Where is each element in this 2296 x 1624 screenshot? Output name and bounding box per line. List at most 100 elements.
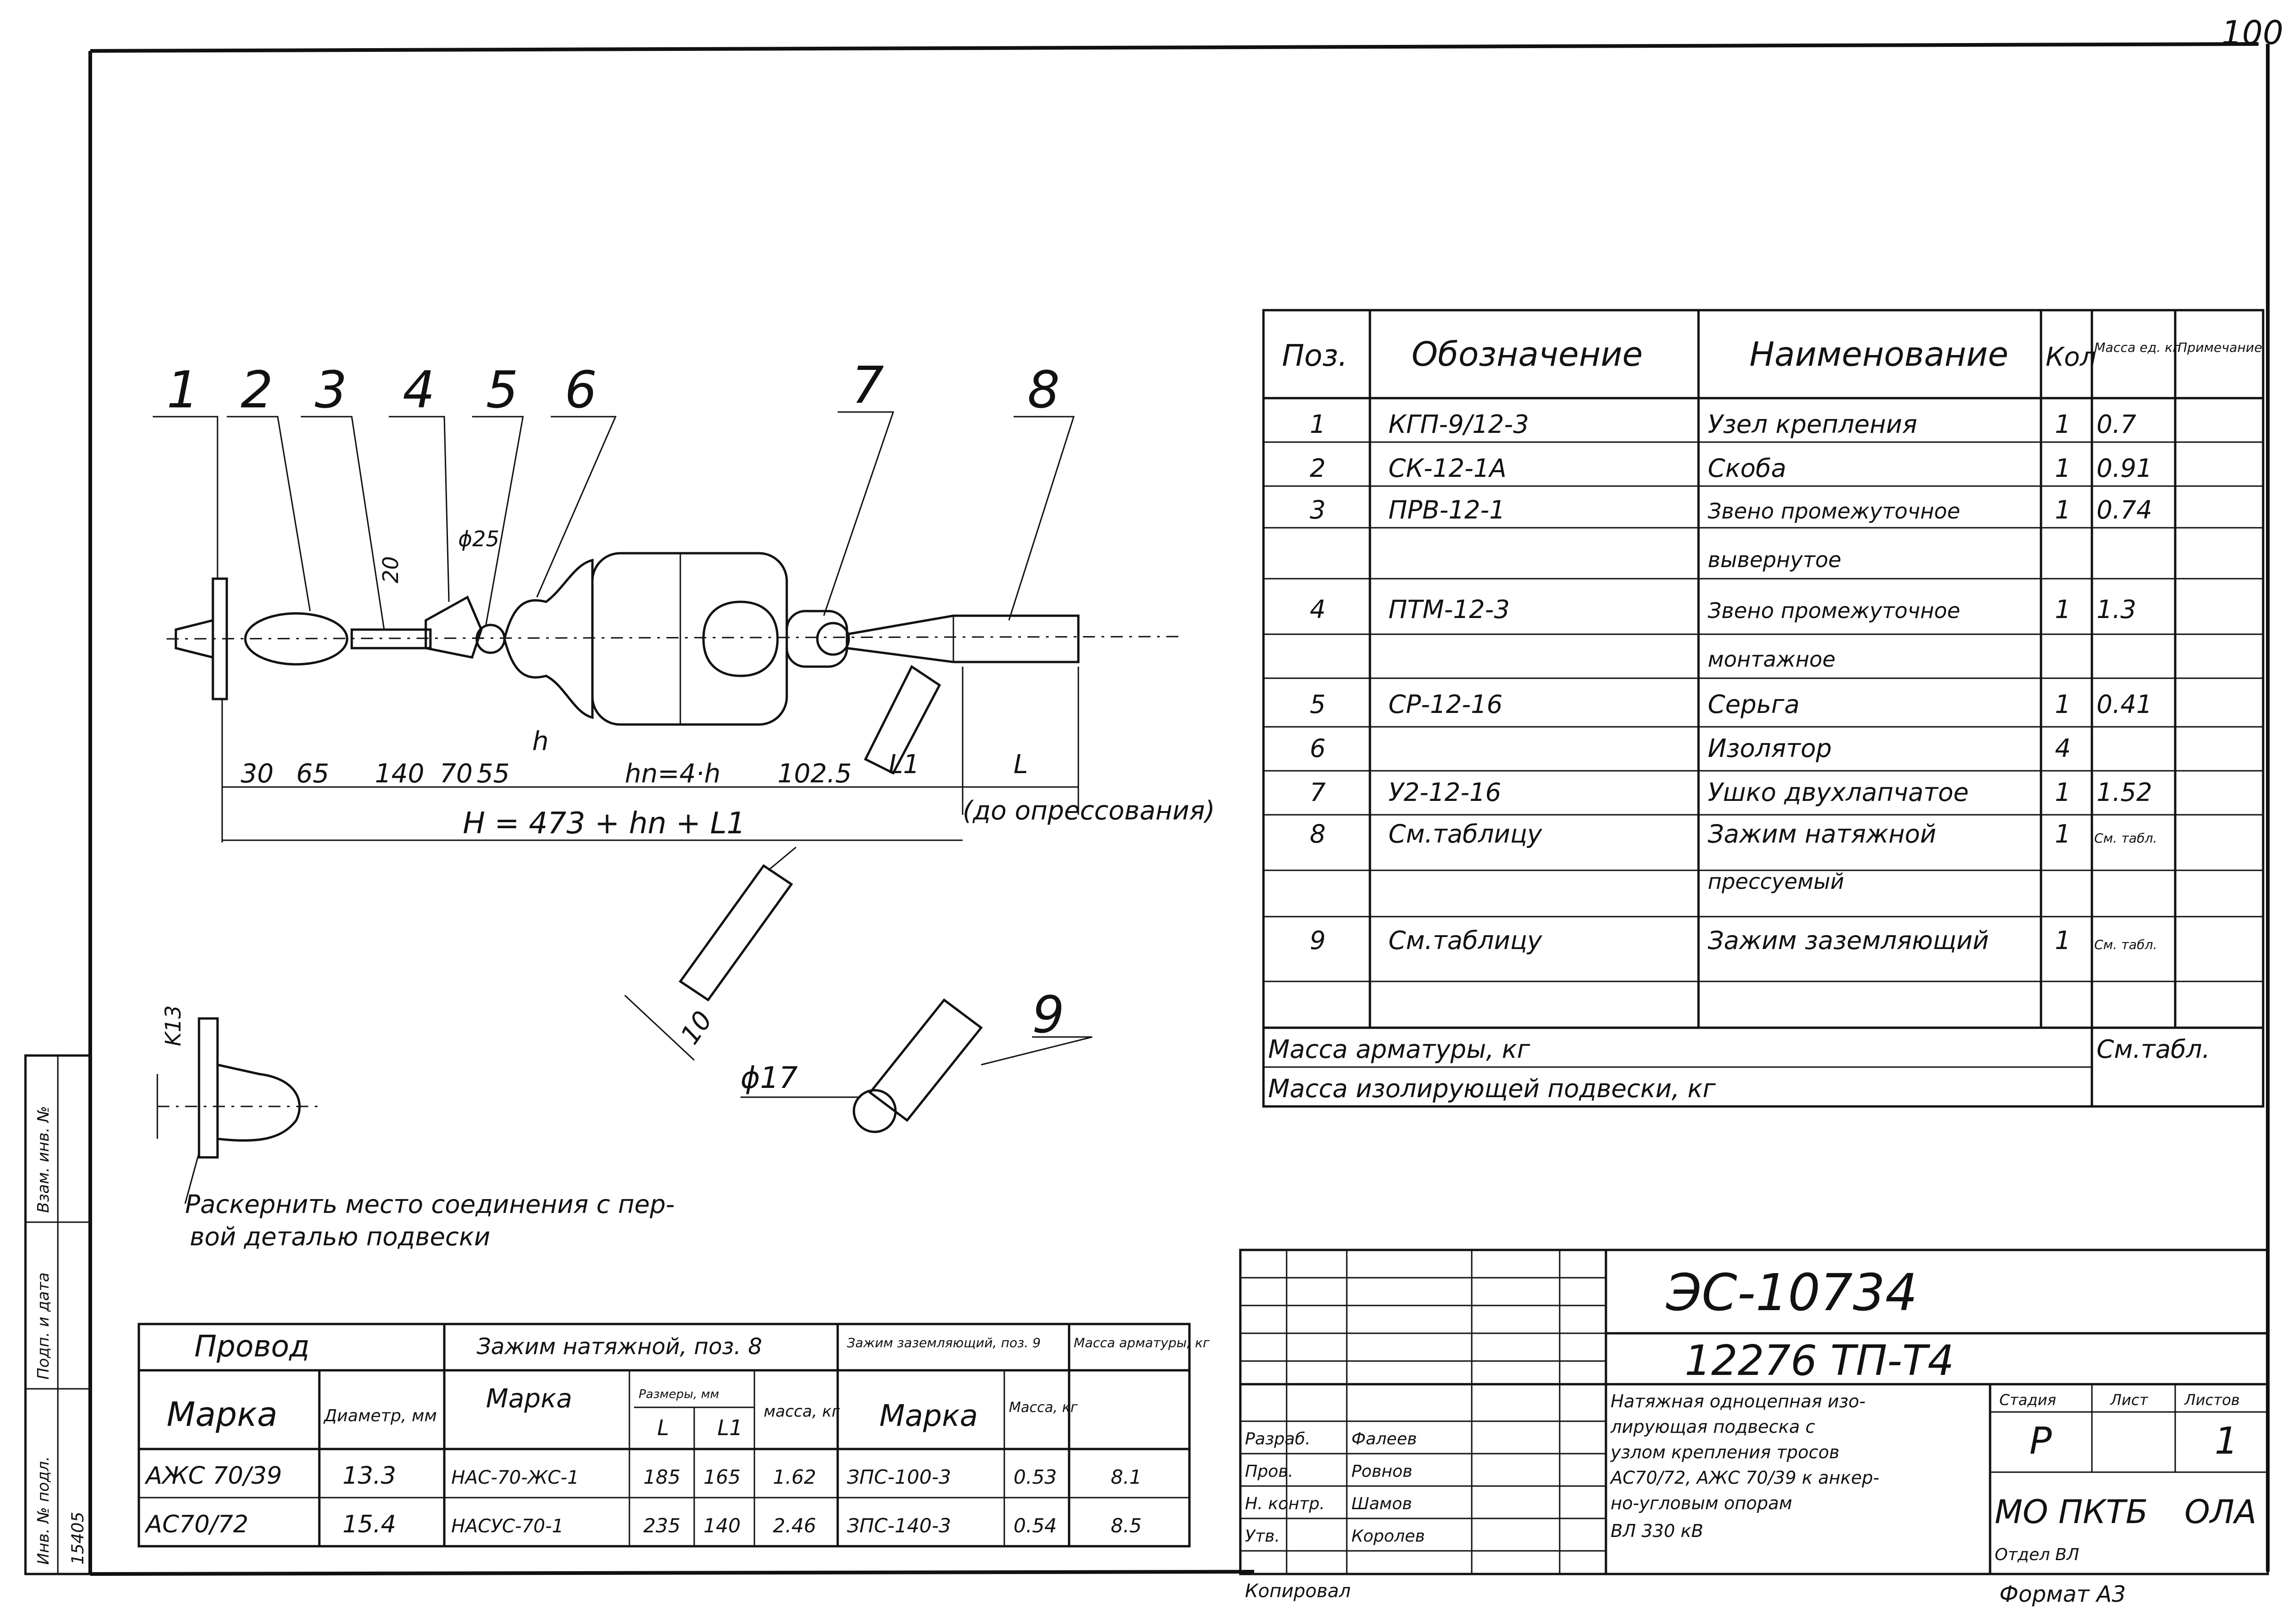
- dim-102-5: 102.5: [778, 759, 852, 789]
- dim-20: 20: [378, 556, 403, 583]
- spec-code: См.таблицу: [1388, 819, 1543, 849]
- side-label-repl: Взам. инв. №: [34, 1106, 53, 1213]
- spec-mass: 0.41: [2097, 690, 2152, 719]
- spec-name: Ушко двухлапчатое: [1708, 778, 1969, 807]
- wt-ground: ЗПС-100-3: [847, 1466, 951, 1488]
- spec-qty: 1: [2055, 690, 2071, 719]
- wt-wire: АС70/72: [144, 1511, 249, 1538]
- spec-name: Серьга: [1708, 690, 1800, 719]
- spec-h-pos: Поз.: [1282, 339, 1348, 373]
- spec-mass: 0.91: [2097, 454, 2152, 483]
- spec-pos: 6: [1310, 734, 1325, 763]
- wire-table-header: Провод Зажим натяжной, поз. 8 Зажим зазе…: [167, 1330, 1210, 1440]
- spec-pos: 1: [1310, 410, 1325, 439]
- callout-7: 7: [852, 356, 884, 415]
- spec-pos: 5: [1310, 690, 1325, 719]
- side-stamp: Инв. № подл. Подп. и дата Взам. инв. № 1…: [24, 1054, 92, 1575]
- stamp-title-3: узлом крепления тросов: [1610, 1442, 1839, 1462]
- dim-L: L: [1014, 750, 1028, 780]
- wt-h-size: Размеры, мм: [639, 1387, 719, 1401]
- stamp-org2: ОЛА: [2184, 1493, 2257, 1531]
- spec-mass: См. табл.: [2094, 937, 2157, 952]
- title-block: [1239, 1249, 2269, 1575]
- spec-code: ПРВ-12-1: [1388, 495, 1505, 525]
- dim-hn: hn=4·h: [625, 759, 721, 789]
- callout-6: 6: [565, 360, 597, 419]
- spec-code: У2-12-16: [1388, 778, 1501, 807]
- stamp-h-sheets: Листов: [2184, 1391, 2240, 1409]
- spec-qty: 1: [2055, 819, 2071, 849]
- spec-h-mass: Масса ед. кг: [2094, 340, 2179, 355]
- spec-qty: 1: [2055, 595, 2071, 624]
- page-number: 100: [2221, 14, 2284, 52]
- wt-ground: ЗПС-140-3: [847, 1514, 951, 1537]
- stamp-sheets: 1: [2215, 1419, 2238, 1462]
- clamp-detail: 10: [624, 846, 796, 1061]
- dim-phi17: ϕ17: [740, 1061, 798, 1095]
- spec-table-header: Поз. Обозначение Наименование Кол Масса …: [1282, 335, 2262, 374]
- callout-9: 9: [1032, 985, 1064, 1044]
- spec-pos: 4: [1310, 595, 1325, 624]
- callouts: 1 2 3 4 5 6 7 8 9: [167, 356, 1064, 1044]
- spec-mass: 0.74: [2097, 495, 2152, 525]
- stamp-role-2: Пров.: [1245, 1462, 1294, 1481]
- spec-mass: 1.3: [2097, 595, 2136, 624]
- wt-h-mass: Масса арматуры, кг: [1074, 1335, 1210, 1350]
- spec-pos: 2: [1310, 454, 1325, 483]
- wt-h-L: L: [657, 1415, 669, 1440]
- wt-wire: АЖС 70/39: [144, 1462, 282, 1490]
- detail-note-line2: вой деталью подвески: [190, 1222, 490, 1251]
- dim-H-formula: H = 473 + hn + L1: [463, 806, 746, 841]
- stamp-org-sub: Отдел ВЛ: [1995, 1545, 2079, 1564]
- wt-h-mark3: Марка: [879, 1399, 978, 1433]
- spec-name: прессуемый: [1708, 869, 1844, 894]
- wt-h-tension: Зажим натяжной, поз. 8: [477, 1334, 762, 1360]
- spec-pos: 7: [1310, 778, 1325, 807]
- side-inv-number: 15405: [68, 1512, 87, 1565]
- spec-mass: См. табл.: [2094, 831, 2157, 846]
- spec-code: См.таблицу: [1388, 926, 1543, 955]
- spec-footer-armature: Масса арматуры, кг: [1268, 1035, 1531, 1064]
- ground-clamp-detail: ϕ17: [740, 998, 983, 1133]
- title-block-text: ЭС-10734 12276 ТП-Т4 Натяжная одноцепная…: [1245, 1263, 2257, 1607]
- spec-name: Зажим натяжной: [1708, 819, 1936, 849]
- spec-h-note: Примечание: [2178, 340, 2262, 355]
- stamp-name-4: Королев: [1351, 1527, 1425, 1546]
- wt-diam: 15.4: [342, 1511, 396, 1538]
- dim-detail: K13: [161, 1005, 186, 1046]
- dim-10: 10: [675, 1006, 718, 1050]
- callout-5: 5: [486, 360, 518, 419]
- spec-name: вывернутое: [1708, 547, 1842, 572]
- dim-30: 30: [241, 759, 274, 789]
- callout-2: 2: [241, 360, 273, 419]
- dim-L1: L1: [889, 750, 920, 780]
- stamp-role-1: Разраб.: [1245, 1430, 1310, 1449]
- wt-L: 185: [643, 1466, 680, 1488]
- stamp-role-4: Утв.: [1245, 1527, 1280, 1546]
- wt-mass: 2.46: [773, 1514, 816, 1537]
- spec-name: Зажим заземляющий: [1708, 926, 1989, 955]
- callout-3: 3: [315, 360, 347, 419]
- wt-clamp: НАСУС-70-1: [451, 1516, 564, 1537]
- spec-qty: 1: [2055, 454, 2071, 483]
- wire-table: [137, 1323, 1191, 1548]
- dim-note-press: (до опрессования): [963, 796, 1215, 826]
- dim-140: 140: [375, 759, 424, 789]
- side-label-sign: Подп. и дата: [34, 1272, 53, 1380]
- spec-mass: 1.52: [2097, 778, 2152, 807]
- spec-qty: 1: [2055, 926, 2071, 955]
- spec-name: Узел крепления: [1708, 410, 1917, 439]
- stamp-org: МО ПКТБ: [1995, 1493, 2148, 1531]
- wire-table-rows: АЖС 70/39 13.3 НАС-70-ЖС-1 185 165 1.62 …: [144, 1462, 1142, 1538]
- stamp-name-2: Ровнов: [1351, 1462, 1412, 1481]
- wt-mass: 1.62: [773, 1466, 816, 1488]
- spec-name: Изолятор: [1708, 734, 1832, 763]
- stamp-title-1: Натяжная одноцепная изо-: [1611, 1391, 1866, 1412]
- callout-8: 8: [1027, 360, 1060, 419]
- spec-name: Скоба: [1708, 454, 1786, 483]
- wt-gmass: 0.54: [1014, 1514, 1057, 1537]
- spec-name: Звено промежуточное: [1708, 598, 1960, 623]
- callout-4: 4: [403, 360, 435, 419]
- dim-65: 65: [296, 759, 329, 789]
- wt-h-diam: Диаметр, мм: [323, 1406, 437, 1425]
